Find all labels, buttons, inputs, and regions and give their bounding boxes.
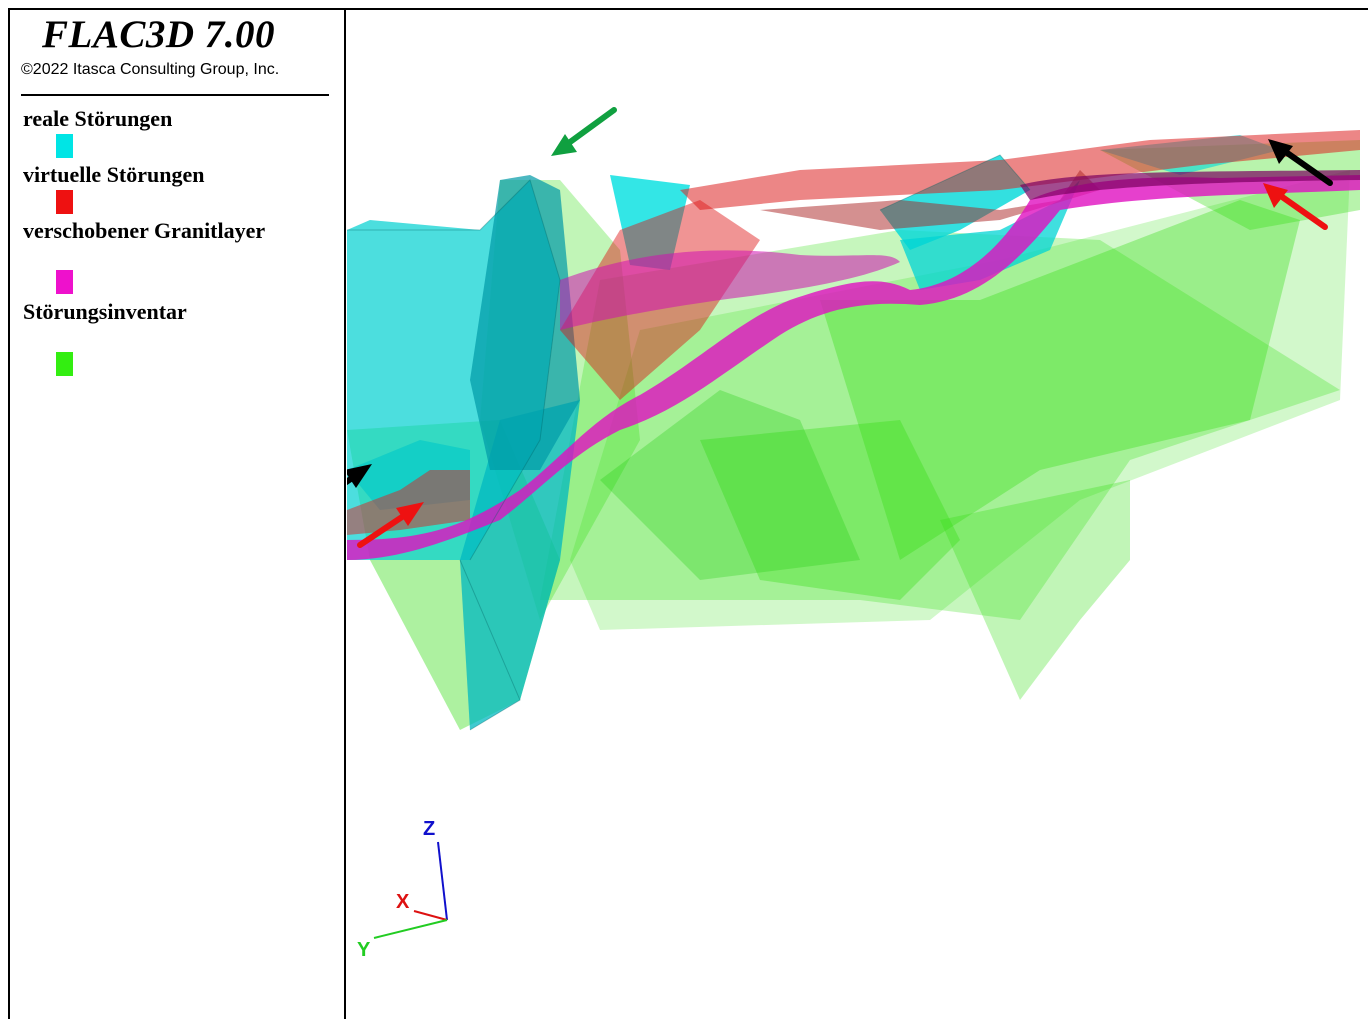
- x-axis-label: X: [396, 891, 410, 913]
- legend-label-stoerungsinventar: Störungsinventar: [23, 299, 187, 324]
- arrow-black-left: [347, 464, 372, 488]
- annotation-arrows: [347, 107, 1333, 548]
- legend-swatch-green: [56, 352, 73, 376]
- granitlayer-edge: [1020, 170, 1360, 200]
- plot-frame: [8, 8, 1368, 1019]
- y-axis-line: [373, 919, 448, 939]
- legend-divider: [21, 94, 329, 96]
- y-axis-label: Y: [357, 939, 371, 961]
- legend-swatch-magenta: [56, 270, 73, 294]
- x-axis-line: [413, 910, 448, 921]
- surface-edges: [347, 154, 1031, 731]
- granitlayer-upper-surface: [560, 250, 900, 330]
- legend-label-reale-stoerungen: reale Störungen: [23, 106, 173, 131]
- arrow-black-right: [1268, 139, 1333, 186]
- legend-label-virtuelle-stoerungen: virtuelle Störungen: [23, 162, 205, 187]
- copyright-text: ©2022 Itasca Consulting Group, Inc.: [21, 61, 280, 78]
- legend-label-granitlayer: verschobener Granitlayer: [23, 218, 266, 243]
- legend-panel: [8, 8, 346, 1019]
- arrow-green-top: [551, 107, 617, 156]
- arrow-red-right: [1263, 183, 1328, 230]
- arrow-red-left: [357, 502, 424, 548]
- model-viewport[interactable]: Z X Y: [347, 10, 1368, 1019]
- z-axis-label: Z: [423, 818, 435, 840]
- legend-swatch-cyan: [56, 134, 73, 158]
- z-axis-line: [437, 841, 448, 921]
- axis-triad: Z X Y: [357, 818, 448, 961]
- app-title: FLAC3D 7.00: [42, 13, 276, 56]
- legend-swatch-red: [56, 190, 73, 214]
- model-render: Z X Y: [347, 107, 1360, 961]
